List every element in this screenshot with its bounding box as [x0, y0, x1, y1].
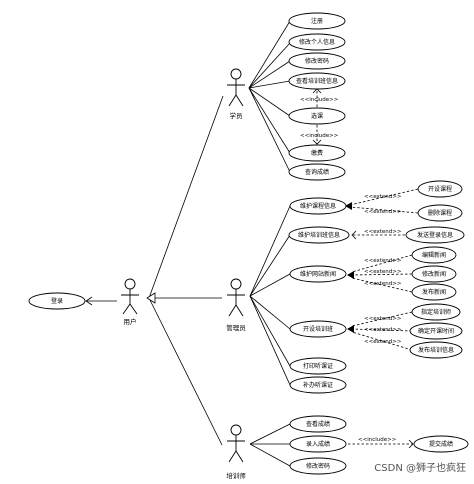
trainer-associations: [249, 423, 291, 467]
use-case-edit-profile[interactable]: 修改个人信息: [288, 33, 346, 51]
include-label-1: <<include>>: [300, 97, 339, 103]
actor-student[interactable]: 学员: [227, 68, 245, 120]
svg-text:修改个人信息: 修改个人信息: [299, 38, 335, 46]
student-associations: [248, 20, 291, 173]
svg-text:学员: 学员: [230, 111, 244, 120]
svg-text:提交成绩: 提交成绩: [429, 440, 453, 448]
svg-text:录入成绩: 录入成绩: [306, 440, 330, 448]
svg-text:维护培训班信息: 维护培训班信息: [298, 231, 340, 239]
use-case-register[interactable]: 注册: [288, 12, 346, 30]
use-case-publish-news[interactable]: 发布新闻: [411, 283, 457, 301]
use-case-change-password-student[interactable]: 修改密码: [288, 52, 346, 70]
extend-label-news-2: <<extend>>: [364, 269, 402, 275]
extend-label-news-1: <<extend>>: [364, 258, 402, 264]
extend-arrow-class: [351, 230, 357, 240]
extend-label-course-2: <<extend>>: [364, 209, 402, 215]
svg-text:确定开课时间: 确定开课时间: [418, 327, 454, 335]
svg-text:开设培训班: 开设培训班: [303, 325, 333, 333]
use-case-view-training[interactable]: 查看培训班信息: [288, 72, 346, 90]
actor-user[interactable]: 用户: [121, 278, 139, 326]
watermark-text: CSDN @狮子也疯狂: [374, 463, 466, 474]
svg-text:发布培训信息: 发布培训信息: [418, 346, 454, 354]
use-case-select-course[interactable]: 选课: [288, 107, 346, 125]
extend-label-open-2: <<extend>>: [364, 327, 402, 333]
use-case-maintain-class[interactable]: 维护培训班信息: [288, 226, 350, 244]
actor-user-head-icon: [124, 278, 136, 290]
generalization-arrowhead: [146, 292, 156, 304]
use-case-open-course[interactable]: 开设课程: [417, 180, 463, 198]
svg-text:选课: 选课: [311, 112, 323, 120]
use-case-enter-grades[interactable]: 录入成绩: [289, 435, 347, 453]
actor-admin[interactable]: 管理员: [226, 278, 246, 332]
svg-text:发送登录信息: 发送登录信息: [417, 231, 453, 239]
extend-relations-news: [347, 254, 413, 293]
use-case-issue-attendance[interactable]: 补办听课证: [289, 376, 347, 394]
use-case-print-attendance[interactable]: 打印听课证: [289, 357, 347, 375]
use-case-open-class[interactable]: 开设培训班: [289, 320, 347, 338]
svg-text:指定培训师: 指定培训师: [421, 308, 451, 316]
svg-text:管理员: 管理员: [226, 323, 246, 332]
extend-label-class: <<extend>>: [364, 229, 402, 235]
svg-text:打印听课证: 打印听课证: [303, 362, 333, 370]
extend-relations-open-class: [347, 311, 413, 351]
svg-text:维护网站新闻: 维护网站新闻: [300, 270, 336, 278]
use-case-delete-course[interactable]: 删除课程: [417, 204, 463, 222]
actor-student-head-icon: [230, 68, 242, 80]
svg-text:查看培训班信息: 查看培训班信息: [296, 77, 338, 85]
use-case-send-reg-info[interactable]: 发送登录信息: [405, 226, 465, 244]
use-case-maintain-course[interactable]: 维护课程信息: [289, 197, 347, 215]
extend-label-open-3: <<extend>>: [364, 339, 402, 345]
use-case-edit-news-a[interactable]: 编辑新闻: [411, 246, 457, 264]
extend-label-course-1: <<extend>>: [364, 194, 402, 200]
include-label-grades: <<include>>: [358, 437, 397, 443]
svg-text:删除课程: 删除课程: [428, 209, 452, 217]
actor-trainer[interactable]: 培训师: [226, 424, 246, 480]
assoc-arrowhead-login: [85, 296, 93, 306]
svg-text:登录: 登录: [51, 297, 63, 305]
svg-text:发布新闻: 发布新闻: [422, 288, 446, 296]
svg-text:补办听课证: 补办听课证: [303, 381, 333, 389]
use-case-edit-news-b[interactable]: 修改新闻: [411, 265, 457, 283]
extend-label-open-1: <<extend>>: [364, 316, 402, 322]
actor-trainer-head-icon: [230, 424, 242, 436]
svg-text:维护课程信息: 维护课程信息: [300, 202, 336, 210]
svg-text:查看成绩: 查看成绩: [306, 420, 330, 428]
svg-text:注册: 注册: [311, 17, 323, 25]
svg-text:修改新闻: 修改新闻: [422, 270, 446, 278]
extend-relations-course: [345, 188, 419, 214]
actor-admin-head-icon: [230, 278, 242, 290]
svg-text:修改密码: 修改密码: [306, 462, 330, 470]
use-case-query-grades[interactable]: 查询成绩: [288, 163, 346, 181]
include-label-2: <<include>>: [300, 133, 339, 139]
generalization-lines: [146, 95, 224, 446]
use-case-set-start-time[interactable]: 确定开课时间: [409, 322, 463, 340]
include-arrow-grades: [408, 439, 414, 449]
use-case-publish-class-info[interactable]: 发布培训信息: [409, 341, 463, 359]
extend-label-news-3: <<extend>>: [364, 281, 402, 287]
svg-text:编辑新闻: 编辑新闻: [422, 251, 446, 259]
svg-text:修改密码: 修改密码: [305, 57, 329, 65]
svg-text:开设课程: 开设课程: [428, 185, 452, 193]
admin-associations: [249, 205, 291, 386]
use-case-change-password-trainer[interactable]: 修改密码: [289, 457, 347, 475]
use-case-set-trainer[interactable]: 指定培训师: [411, 303, 461, 321]
svg-text:培训师: 培训师: [226, 471, 246, 480]
svg-text:查询成绩: 查询成绩: [305, 168, 329, 176]
use-case-maintain-news[interactable]: 维护网站新闻: [289, 265, 347, 283]
use-case-submit-grades[interactable]: 提交成绩: [413, 435, 469, 453]
use-case-login[interactable]: 登录: [28, 292, 86, 310]
use-case-view-grades[interactable]: 查看成绩: [289, 415, 347, 433]
svg-text:缴费: 缴费: [311, 149, 323, 157]
use-case-pay-fee[interactable]: 缴费: [288, 144, 346, 162]
svg-text:用户: 用户: [124, 317, 137, 326]
